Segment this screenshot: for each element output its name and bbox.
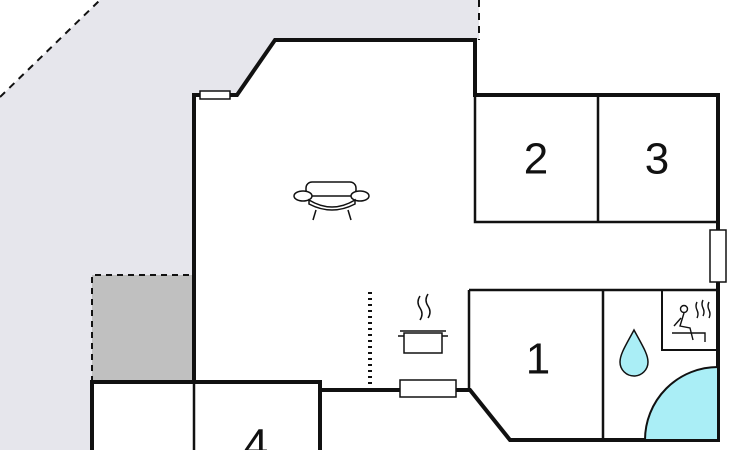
window xyxy=(709,229,727,283)
room-1-number: 1 xyxy=(526,335,550,384)
sauna-box xyxy=(661,289,719,351)
covered-area-boundary xyxy=(91,274,194,382)
room-2-number: 2 xyxy=(524,135,548,184)
window xyxy=(199,90,231,100)
water-drop-icon xyxy=(619,328,649,377)
room-4-number: 4 xyxy=(244,421,268,450)
covered-area xyxy=(92,275,194,382)
sofa-icon xyxy=(293,181,370,221)
room-3-number: 3 xyxy=(645,135,669,184)
outer-wall-left-wing xyxy=(90,380,322,450)
door-opening xyxy=(399,379,457,398)
terrace-boundary xyxy=(0,0,480,98)
sauna-icon xyxy=(672,299,711,342)
shower-area xyxy=(643,365,719,441)
cooking-pot-icon xyxy=(398,293,448,354)
bedroom-wall xyxy=(473,95,718,224)
interior-floor xyxy=(92,40,718,450)
terrace-area xyxy=(0,0,479,450)
